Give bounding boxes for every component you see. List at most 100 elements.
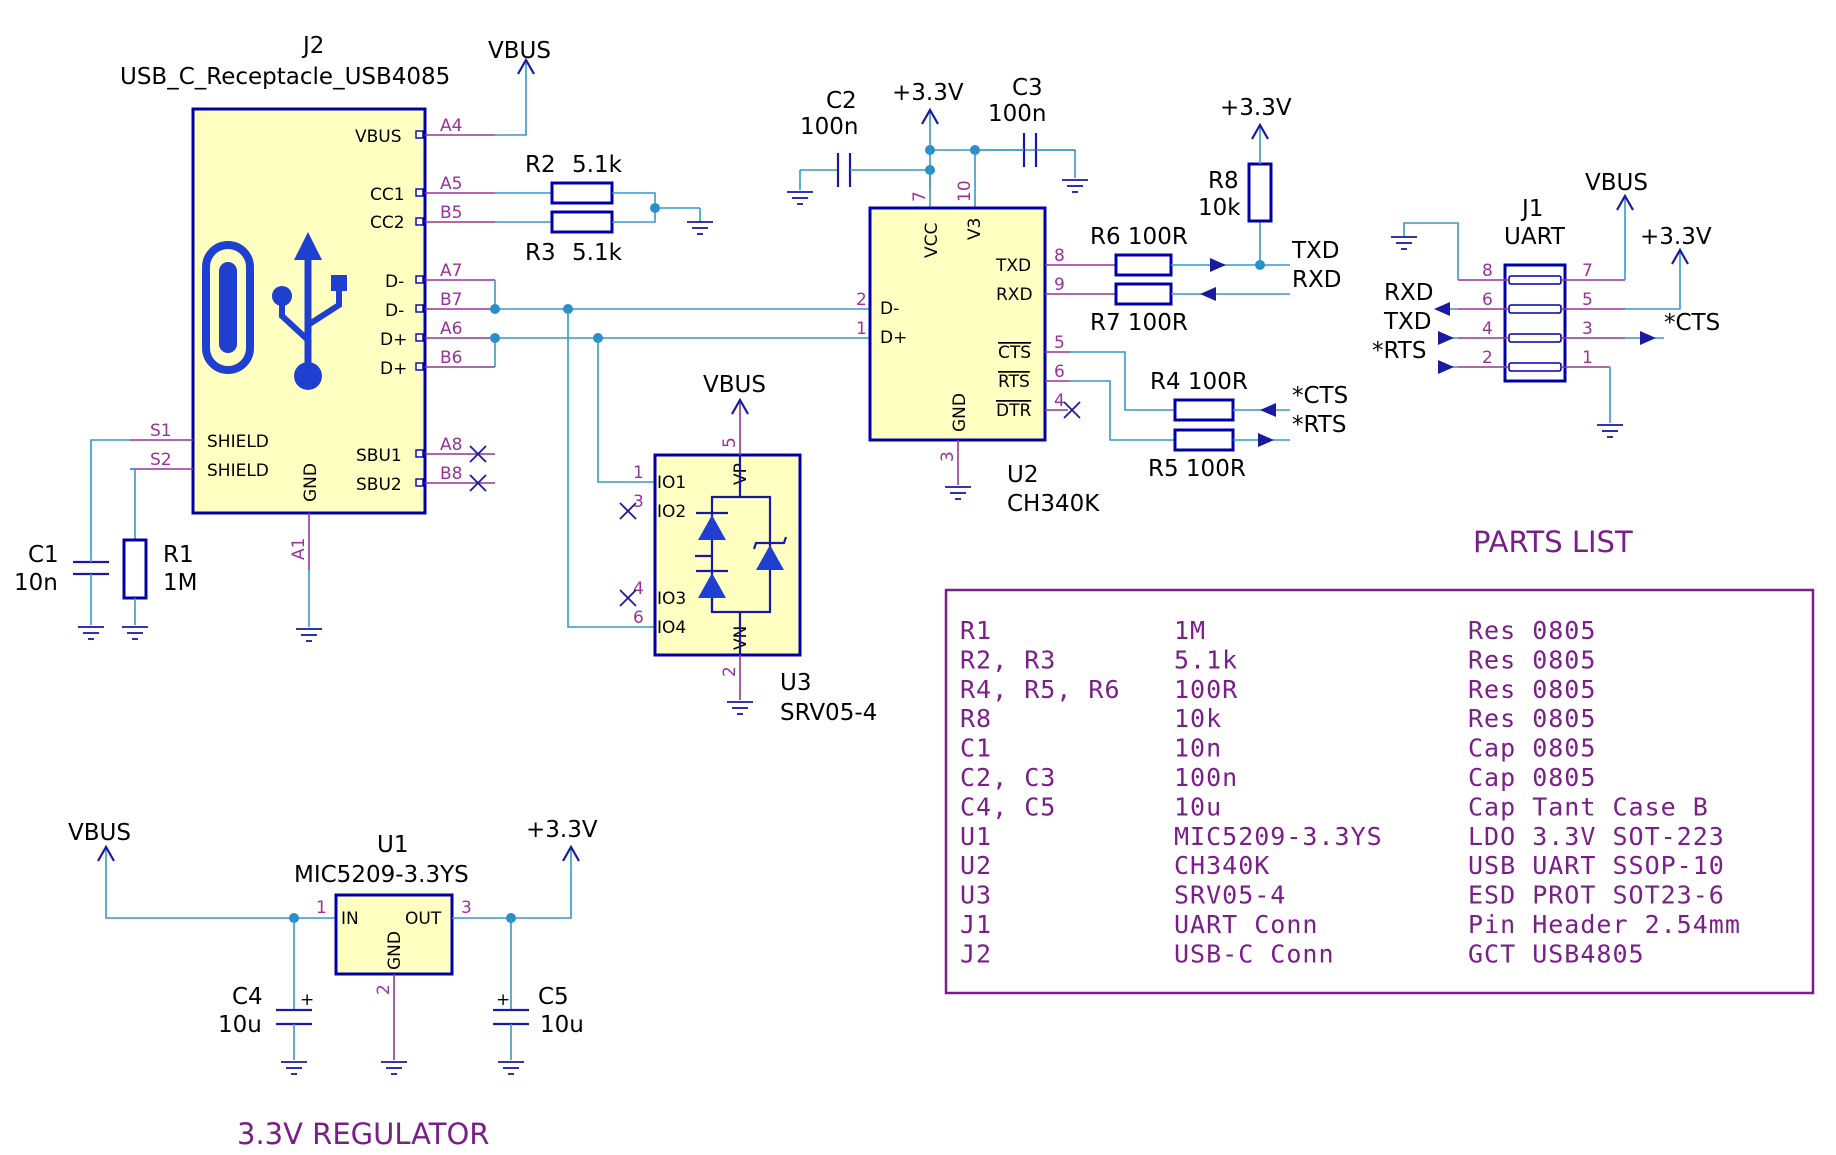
u2-pin7-num: 7 [910, 191, 930, 202]
r6-resistor [1114, 253, 1173, 277]
j1-part: UART [1504, 224, 1566, 250]
u2-cts: CTS [998, 343, 1031, 363]
usb-c-icon [202, 241, 254, 374]
u3-ref: U3 [780, 670, 811, 696]
arrow-icon [1640, 331, 1656, 345]
usb-data-lines [490, 280, 870, 628]
u3-part: SRV05-4 [780, 700, 877, 726]
j1-pin8: 8 [1482, 261, 1493, 281]
u2-dp: D+ [880, 328, 907, 348]
j2-pad-b7: B7 [440, 290, 462, 310]
parts-list-desc: USB UART SSOP-10 [1468, 851, 1725, 880]
u3-pin1-num: 1 [633, 463, 644, 483]
arrow-icon [1260, 403, 1276, 417]
no-connect-icon [1063, 401, 1081, 419]
u3-pin5-num: 5 [720, 437, 740, 448]
u1-out: OUT [405, 909, 442, 929]
u2-pin1-num: 1 [856, 319, 867, 339]
j2-pad-b5: B5 [440, 203, 462, 223]
parts-list-ref: U3 [960, 881, 992, 910]
c4-value: 10u [218, 1012, 262, 1038]
u2-pin2-num: 2 [856, 290, 867, 310]
parts-list-ref: C4, C5 [960, 792, 1056, 821]
parts-list-value: CH340K [1174, 851, 1270, 880]
j1-vbus: VBUS [1585, 170, 1648, 196]
usb-trident-icon [272, 232, 347, 390]
u3-pin3-num: 3 [633, 492, 644, 512]
parts-list-ref: R2, R3 [960, 645, 1056, 674]
r2-ref: R2 [525, 152, 556, 178]
reg-v33: +3.3V [526, 817, 598, 843]
j1-pin5: 5 [1582, 290, 1593, 310]
ground-icon [686, 221, 714, 235]
net-txd: TXD [1291, 238, 1340, 264]
parts-list-desc: Cap 0805 [1468, 763, 1596, 792]
parts-list-desc: LDO 3.3V SOT-223 [1468, 822, 1725, 851]
u1-pin3: 3 [461, 898, 472, 918]
j2-shield2: SHIELD [207, 461, 269, 481]
j2-pad-s1: S1 [150, 421, 172, 441]
j2-pin-dp2: D+ [380, 359, 407, 379]
j2-gnd: GND [301, 463, 321, 502]
j1-txd: TXD [1383, 309, 1432, 335]
j2-shield1: SHIELD [207, 432, 269, 452]
j2-pin-dm2: D- [385, 301, 404, 321]
u2-vcc: VCC [922, 223, 942, 258]
plus-icon: + [300, 990, 314, 1010]
r2-resistor [550, 181, 614, 205]
u2-part: CH340K [1007, 491, 1100, 517]
parts-list-ref: R1 [960, 616, 992, 645]
j2-pad-s2: S2 [150, 450, 172, 470]
j2-part: USB_C_Receptacle_USB4085 [120, 64, 450, 90]
c5-ref: C5 [538, 984, 569, 1010]
parts-list-ref: R8 [960, 704, 992, 733]
c3-value: 100n [988, 101, 1046, 127]
parts-list-value: SRV05-4 [1174, 881, 1286, 910]
arrow-icon [1258, 433, 1274, 447]
no-connect-icon [619, 502, 637, 607]
j1-ref: J1 [1520, 196, 1543, 222]
arrow-icon [1434, 302, 1450, 316]
u3-io1: IO1 [657, 473, 686, 493]
u2-pin4-num: 4 [1054, 391, 1065, 411]
ground-icon [380, 1061, 408, 1075]
parts-list-ref: J1 [960, 910, 992, 939]
c1-value: 10n [14, 570, 58, 596]
j2-pad-a5: A5 [440, 174, 462, 194]
parts-list-value: 100R [1174, 675, 1238, 704]
parts-list-ref: C1 [960, 734, 992, 763]
parts-list-ref: J2 [960, 939, 992, 968]
arrow-icon [1438, 360, 1454, 374]
parts-list-ref: R4, R5, R6 [960, 675, 1121, 704]
u3-io4: IO4 [657, 618, 686, 638]
parts-list-desc: GCT USB4805 [1468, 939, 1645, 968]
regulator-section: 3.3V REGULATOR VBUS +3.3V U1 MIC5209-3.3… [68, 817, 598, 1151]
cc-resistors: R2 5.1k R3 5.1k [495, 152, 714, 266]
u2-pin9-num: 9 [1054, 275, 1065, 295]
c2-ref: C2 [826, 88, 857, 114]
j1-pin7: 7 [1582, 261, 1593, 281]
parts-list-title: PARTS LIST [1473, 525, 1633, 559]
j2-pad-a7: A7 [440, 261, 462, 281]
j2-vbus-net: VBUS [488, 38, 551, 136]
u3-vbus: VBUS [703, 372, 766, 398]
ground-icon [1061, 179, 1089, 193]
u3-pin4-num: 4 [633, 579, 644, 599]
c1-ref: C1 [28, 542, 59, 568]
parts-list-ref: U2 [960, 851, 992, 880]
j1-pin6: 6 [1482, 290, 1493, 310]
r3-value: 5.1k [572, 240, 623, 266]
u2-pin3-num: 3 [938, 451, 958, 462]
j2-pad-b8: B8 [440, 464, 462, 484]
u2-body [868, 206, 1047, 442]
u2-pin5-num: 5 [1054, 333, 1065, 353]
shield-network: C1 10n R1 1M [14, 439, 197, 640]
parts-list-box [944, 588, 1815, 995]
ground-icon [786, 191, 814, 205]
parts-list-desc: Res 0805 [1468, 675, 1596, 704]
plus-icon: + [496, 990, 510, 1010]
c2-value: 100n [800, 114, 858, 140]
j2-ref: J2 [301, 33, 324, 59]
parts-list-value: 100n [1174, 763, 1238, 792]
